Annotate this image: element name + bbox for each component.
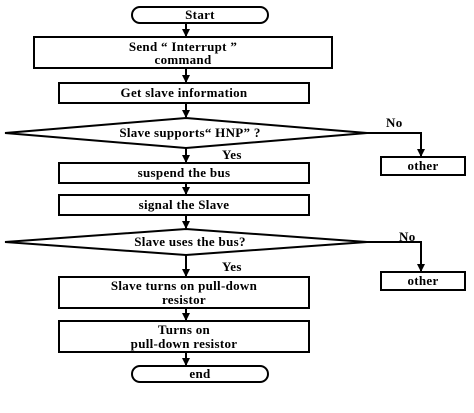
other-2-label: other xyxy=(407,273,439,288)
other-box-1 xyxy=(380,156,466,176)
decision2-no-label: No xyxy=(399,229,416,244)
send-interrupt-label-line2: command xyxy=(154,52,212,67)
slave-pull-down-label-line2: resistor xyxy=(161,292,207,307)
get-slave-info-box xyxy=(58,82,310,104)
suspend-bus-label: suspend the bus xyxy=(137,165,231,180)
decision1-no-label: No xyxy=(386,115,403,130)
other-1-label: other xyxy=(407,158,439,173)
no-branch-2-line xyxy=(367,241,425,272)
signal-slave-label: signal the Slave xyxy=(138,197,230,212)
turns-on-label-line1: Turns on xyxy=(157,322,211,337)
suspend-bus-box xyxy=(58,162,310,184)
end-label: end xyxy=(189,366,211,381)
decision1-yes-label: Yes xyxy=(222,147,242,162)
slave-pull-down-label-line1: Slave turns on pull-down xyxy=(110,278,258,293)
uses-bus-decision-label: Slave uses the bus? xyxy=(134,234,246,249)
get-slave-info-label: Get slave information xyxy=(120,85,248,100)
start-terminal xyxy=(131,6,269,24)
no-branch-1-line xyxy=(367,132,425,157)
turns-on-label-line2: pull-down resistor xyxy=(130,336,238,351)
start-label: Start xyxy=(185,7,215,22)
slave-pull-down-box xyxy=(58,276,310,309)
hnp-decision-label: Slave supports“ HNP” ? xyxy=(119,125,261,140)
other-box-2 xyxy=(380,271,466,291)
turns-on-pull-down-box xyxy=(58,320,310,353)
end-terminal xyxy=(131,365,269,383)
send-interrupt-box xyxy=(33,36,333,69)
decision2-yes-label: Yes xyxy=(222,259,242,274)
signal-slave-box xyxy=(58,194,310,216)
send-interrupt-label-line1: Send “ Interrupt ” xyxy=(128,39,238,54)
